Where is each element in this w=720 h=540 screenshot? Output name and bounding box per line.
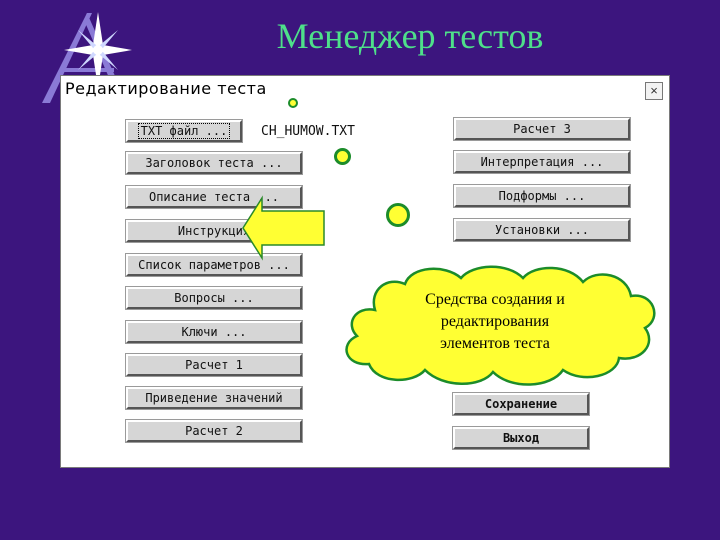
- exit-button[interactable]: Выход: [453, 427, 589, 449]
- txt-file-button[interactable]: TXT файл ...: [126, 120, 242, 142]
- edit-test-window: Редактирование теста × TXT файл ... CH_H…: [60, 75, 670, 468]
- window-titlebar: Редактирование теста ×: [61, 76, 669, 102]
- left-arrow-icon: [242, 195, 325, 261]
- callout-text: Средства создания и редактирования элеме…: [380, 289, 610, 355]
- value-normalization-button[interactable]: Приведение значений: [126, 387, 302, 409]
- settings-button[interactable]: Установки ...: [454, 219, 630, 241]
- thought-bubble-dot: [288, 98, 298, 108]
- close-icon[interactable]: ×: [645, 82, 663, 100]
- thought-bubble-dot: [334, 148, 351, 165]
- save-button[interactable]: Сохранение: [453, 393, 589, 415]
- txt-file-button-label: TXT файл ...: [137, 123, 231, 139]
- keys-button[interactable]: Ключи ...: [126, 321, 302, 343]
- calculation-1-button[interactable]: Расчет 1: [126, 354, 302, 376]
- txt-file-name: CH_HUMOW.TXT: [261, 124, 355, 139]
- callout-line-3: элементов теста: [440, 335, 550, 352]
- test-header-button[interactable]: Заголовок теста ...: [126, 152, 302, 174]
- calculation-3-button[interactable]: Расчет 3: [454, 118, 630, 140]
- test-description-button[interactable]: Описание теста ...: [126, 186, 302, 208]
- thought-bubble-dot: [386, 203, 410, 227]
- interpretation-button[interactable]: Интерпретация ...: [454, 151, 630, 173]
- slide-title: Менеджер тестов: [276, 16, 544, 56]
- callout-line-1: Средства создания и: [425, 291, 565, 308]
- cloud-callout: [345, 265, 656, 386]
- calculation-2-button[interactable]: Расчет 2: [126, 420, 302, 442]
- subforms-button[interactable]: Подформы ...: [454, 185, 630, 207]
- questions-button[interactable]: Вопросы ...: [126, 287, 302, 309]
- parameter-list-button[interactable]: Список параметров ...: [126, 254, 302, 276]
- window-title: Редактирование теста: [65, 79, 267, 98]
- callout-line-2: редактирования: [440, 313, 550, 330]
